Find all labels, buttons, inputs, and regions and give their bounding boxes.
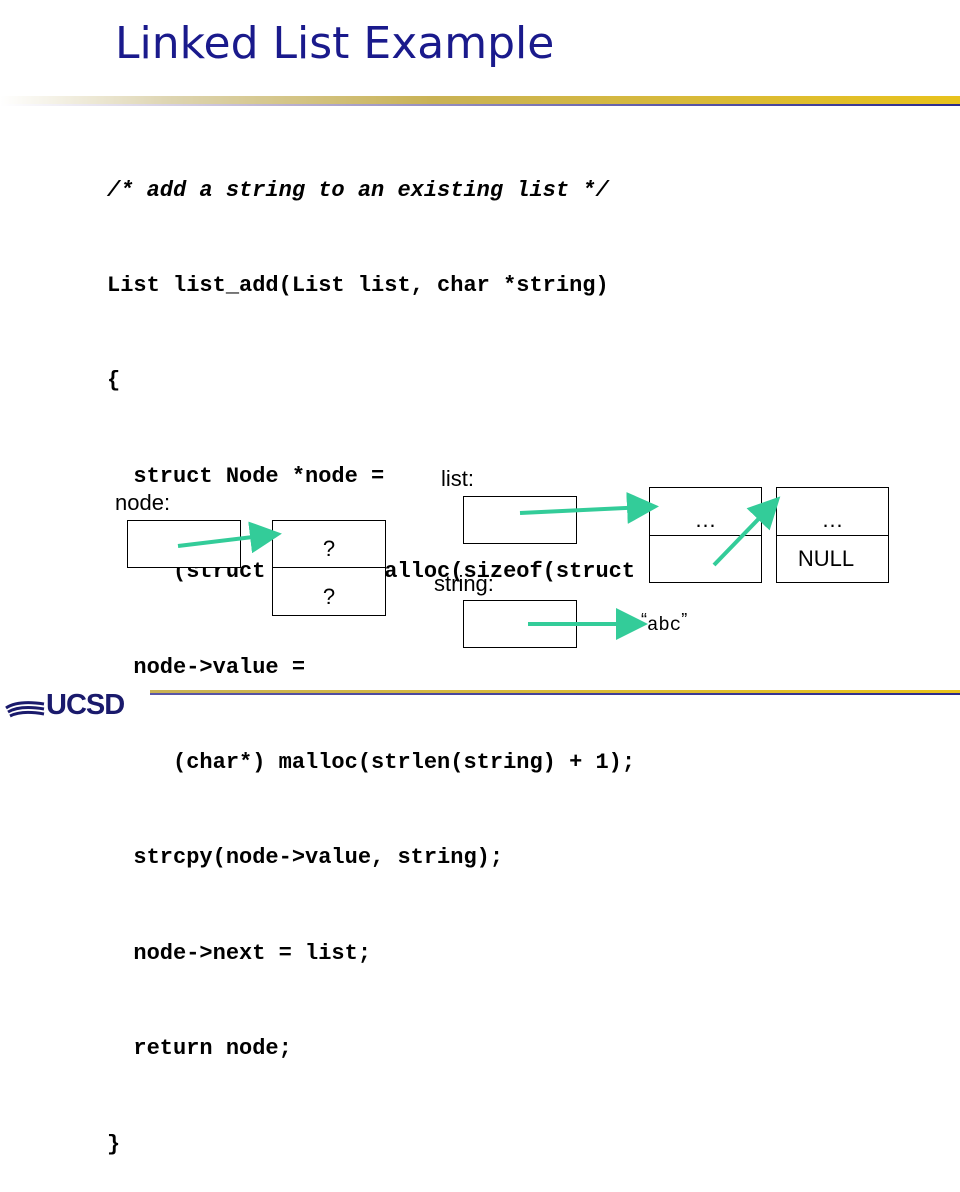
code-line-11: }	[107, 1131, 121, 1157]
list-pointer-box	[463, 496, 577, 544]
new-node-next: ?	[322, 584, 336, 609]
string-pointer-box	[463, 600, 577, 648]
list-node-2-next: NULL	[797, 546, 855, 571]
ucsd-trident-icon	[5, 701, 45, 718]
string-literal-text: abc	[647, 614, 682, 636]
code-line-4: struct Node *node =	[107, 463, 385, 489]
list-node-1-divider	[649, 535, 762, 536]
code-line-10: return node;	[107, 1036, 292, 1062]
footer-divider-line	[150, 693, 960, 695]
new-node-box	[272, 520, 386, 616]
node-arrow	[177, 521, 282, 554]
node-label: node:	[115, 490, 171, 515]
list-label: list:	[441, 466, 474, 491]
list-node-1-value: …	[694, 507, 717, 532]
list-node-2-divider	[776, 535, 889, 536]
code-line-1: /* add a string to an existing list */	[107, 177, 609, 203]
ucsd-logo-text: UCSD	[46, 689, 125, 721]
pointer-arrows	[177, 491, 781, 640]
title-divider-line	[0, 104, 960, 106]
code-line-9: node->next = list;	[107, 940, 372, 966]
list-next-arrow	[712, 496, 781, 567]
list-node-2-value: …	[821, 507, 844, 532]
code-line-8: strcpy(node->value, string);	[107, 845, 504, 871]
code-line-3: {	[107, 368, 121, 394]
close-quote: ”	[681, 610, 688, 630]
list-arrow	[519, 491, 659, 524]
slide-title: Linked List Example	[115, 18, 555, 69]
new-node-divider	[272, 567, 386, 568]
title-divider	[0, 96, 960, 106]
string-label: string:	[434, 571, 494, 596]
new-node-value: ?	[322, 536, 336, 561]
code-line-2: List list_add(List list, char *string)	[107, 272, 609, 298]
footer-divider	[150, 690, 960, 693]
code-line-6: node->value =	[107, 654, 306, 680]
code-line-7: (char*) malloc(strlen(string) + 1);	[107, 749, 636, 775]
